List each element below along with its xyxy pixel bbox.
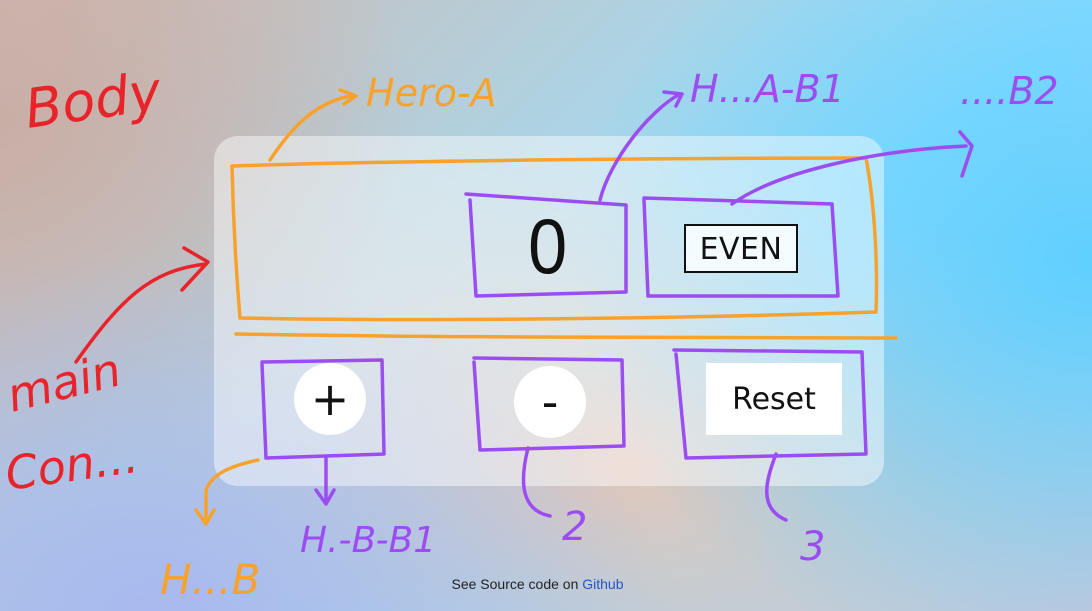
label-main: main	[2, 342, 127, 422]
label-hero-a: Hero-A	[366, 71, 497, 115]
label-con: Con...	[2, 429, 142, 501]
count-display: 0	[474, 200, 622, 292]
label-2: 2	[562, 504, 587, 550]
footer: See Source code on Github	[0, 576, 1075, 592]
parity-display: EVEN	[648, 203, 834, 293]
label-hbb1: H.-B-B1	[300, 520, 436, 561]
label-body: Body	[21, 59, 166, 141]
increment-button[interactable]: +	[294, 363, 366, 435]
label-3: 3	[800, 524, 825, 570]
label-b2: ....B2	[960, 69, 1059, 113]
parity-label: EVEN	[683, 223, 799, 273]
footer-text: See Source code on	[451, 576, 579, 592]
decrement-button[interactable]: -	[514, 366, 586, 438]
main-con-arrow	[74, 246, 210, 364]
github-link[interactable]: Github	[582, 576, 624, 592]
count-value: 0	[528, 202, 568, 290]
label-hab1: H...A-B1	[690, 67, 845, 111]
reset-button[interactable]: Reset	[706, 363, 842, 435]
